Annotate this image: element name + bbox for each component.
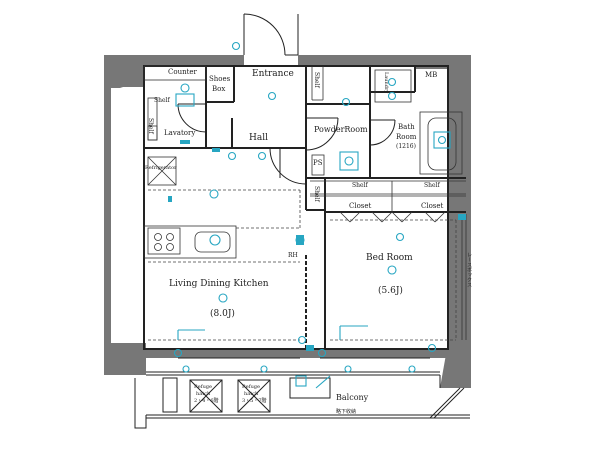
windows [178, 348, 430, 359]
bath-room-size: (1216) [396, 143, 416, 150]
ldk-label: Living Dining Kitchen [169, 279, 269, 289]
shoes-box-label-line2: Box [212, 85, 226, 93]
refuge-hatch-1-line1: Refuge [194, 384, 212, 390]
bath-room-label-line2: Room [396, 133, 417, 141]
bath-room-label-line1: Bath [398, 123, 415, 131]
shelf-closet-1-label: Shelf [352, 182, 368, 189]
closet-2-label: Closet [421, 202, 444, 210]
closet-1-label: Closet [349, 202, 372, 210]
refuge-hatch-1-num: 2・4・6階 [194, 398, 219, 404]
refrigerator-label: Refrigerator [145, 165, 177, 171]
lavatory-label: Lavatory [164, 129, 196, 137]
refuge-hatch-2-line2: hatch [244, 391, 259, 397]
refuge-hatch-2-num: 3・5・7階 [242, 398, 267, 404]
bedroom-label: Bed Room [366, 253, 413, 263]
ps-label: PS [313, 159, 323, 167]
balcony [134, 371, 470, 429]
shelf-lavatory-2-label: Shelf [147, 118, 154, 134]
hall-label: Hall [249, 133, 268, 143]
structural-walls [104, 55, 471, 388]
shelf-lavatory-label: Shelf [154, 97, 170, 104]
laundry-label: Laundry [383, 72, 389, 94]
bedroom-side-label: レースボックス [466, 252, 472, 287]
refuge-hatch-1-line2: hatch [196, 391, 211, 397]
shoes-box-label-line1: Shoes [209, 75, 231, 83]
rh-label: RH [288, 252, 298, 259]
accent-fills [168, 140, 466, 351]
refuge-hatch-2-line1: Refuge [242, 384, 260, 390]
balcony-label: Balcony [336, 393, 369, 402]
shelf-entrance-label: Shelf [313, 72, 320, 88]
powder-room-label: PowderRoom [314, 125, 368, 134]
dashed-lines [148, 189, 457, 341]
entrance-label: Entrance [252, 69, 294, 79]
shelf-hall-label: Shelf [313, 186, 320, 202]
counter-label: Counter [168, 68, 197, 76]
mb-label: MB [425, 71, 438, 79]
bottom-note: 略下收納 [336, 409, 357, 415]
shelf-closet-2-label: Shelf [424, 182, 440, 189]
interior-walls [143, 65, 466, 350]
doors [177, 13, 396, 185]
electrical-symbols [173, 41, 451, 389]
bedroom-size: (5.6J) [378, 286, 403, 296]
ldk-size: (8.0J) [210, 309, 235, 319]
